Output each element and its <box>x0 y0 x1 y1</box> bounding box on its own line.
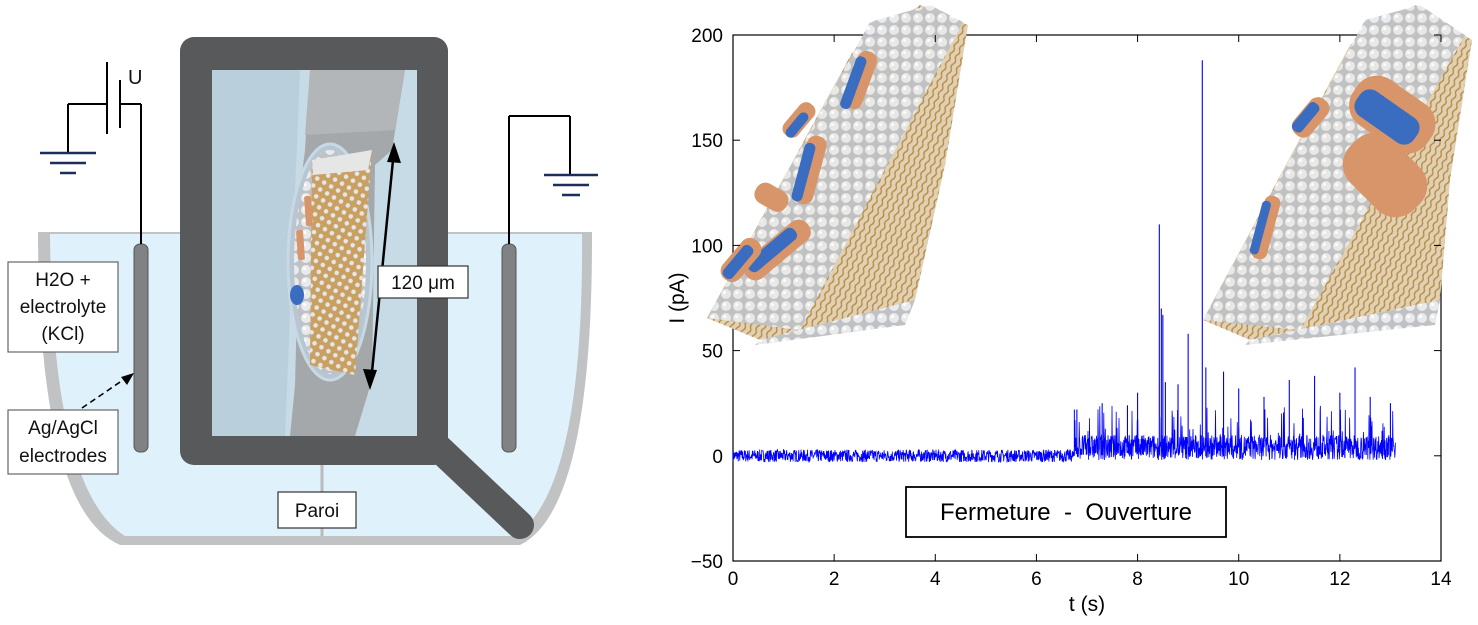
x-tick-label: 8 <box>1132 569 1143 590</box>
wall-label-box: Paroi <box>277 491 357 529</box>
trace-segment <box>1074 405 1396 461</box>
x-axis-label: t (s) <box>1069 593 1105 616</box>
y-axis-label: I (pA) <box>666 272 689 323</box>
current-trace <box>732 60 1396 464</box>
voltage-source: U <box>67 62 142 153</box>
scale-arrow: 120 μm <box>363 142 469 390</box>
y-tick-label: 0 <box>712 447 723 468</box>
left-electrode <box>120 103 149 453</box>
solution-label-line: electrolyte <box>20 297 107 318</box>
electrodes-label-box: Ag/AgCl electrodes <box>7 373 134 475</box>
open-membrane-illustration <box>1203 5 1472 345</box>
x-tick-label: 2 <box>829 569 840 590</box>
x-tick-label: 12 <box>1329 569 1350 590</box>
wall-label: Paroi <box>295 501 339 522</box>
ground-icon <box>544 173 598 197</box>
x-tick-label: 10 <box>1228 569 1249 590</box>
x-tick-label: 0 <box>728 569 739 590</box>
y-tick-label: 50 <box>702 342 723 363</box>
x-tick-label: 14 <box>1430 569 1452 590</box>
right-electrode <box>501 115 571 453</box>
y-tick-label: 200 <box>691 26 723 47</box>
scale-label: 120 μm <box>391 273 455 294</box>
y-tick-label: −50 <box>691 552 723 573</box>
closed-membrane-illustration <box>707 5 968 345</box>
ground-icon <box>40 151 96 175</box>
magnifier-frame <box>180 37 448 465</box>
x-tick-label: 4 <box>930 569 941 590</box>
state-annotation: Fermeture - Ouverture <box>940 499 1192 526</box>
electrodes-pointer <box>81 377 127 409</box>
solution-label-line: (KCl) <box>41 324 84 345</box>
trace-segment <box>732 448 1075 464</box>
voltage-label: U <box>128 67 142 89</box>
electrodes-label-line: Ag/AgCl <box>28 418 98 439</box>
solution-label-line: H2O + <box>35 270 90 291</box>
electrodes-label-line: electrodes <box>19 446 107 467</box>
solution-label-box: H2O + electrolyte (KCl) <box>7 261 119 353</box>
y-tick-label: 150 <box>691 131 723 152</box>
y-tick-label: 100 <box>691 236 723 257</box>
state-annotation-box: Fermeture - Ouverture <box>905 486 1227 538</box>
x-tick-label: 6 <box>1031 569 1042 590</box>
